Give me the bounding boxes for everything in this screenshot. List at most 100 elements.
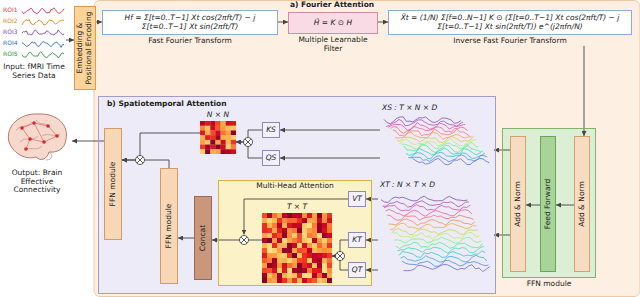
heat-cell [272, 253, 277, 258]
heat-cell [292, 218, 297, 223]
figure-label: T × T [262, 203, 332, 212]
heat-cell [317, 218, 322, 223]
heat-cell [282, 263, 287, 268]
roi-label: ROI3 [3, 29, 17, 36]
heat-cell [262, 268, 267, 273]
series-wave [413, 158, 490, 164]
heat-cell [317, 223, 322, 228]
heat-cell [282, 218, 287, 223]
heat-cell [267, 223, 272, 228]
heat-cell [287, 238, 292, 243]
connectivity-link [22, 123, 34, 128]
heat-cell [287, 263, 292, 268]
heat-cell [322, 218, 327, 223]
heat-cell [200, 135, 205, 140]
heat-cell [322, 258, 327, 263]
series-wave [399, 138, 476, 146]
series-wave [402, 260, 488, 266]
heat-cell [292, 213, 297, 218]
ffn-box: FFN module [104, 128, 122, 240]
output-brain: Output: Brain Effective Connectivity [2, 108, 72, 195]
heat-cell [327, 213, 332, 218]
heat-cell [205, 149, 210, 154]
heat-cell [322, 263, 327, 268]
heat-cell [307, 268, 312, 273]
heat-cell [200, 144, 205, 149]
connector [366, 270, 378, 271]
heat-cell [307, 248, 312, 253]
heat-cell [262, 278, 267, 283]
heat-cell [272, 218, 277, 223]
spatial-tensor: XS : T × N × D [380, 104, 494, 174]
heat-cell [200, 121, 205, 126]
heat-cell [282, 228, 287, 233]
heat-cell [312, 253, 317, 258]
heat-cell [205, 144, 210, 149]
heat-cell [282, 268, 287, 273]
series-wave [381, 196, 467, 202]
heat-cell [226, 149, 231, 154]
heat-cell [262, 248, 267, 253]
heat-cell [205, 139, 210, 144]
heat-cell [297, 268, 302, 273]
heat-cell [267, 233, 272, 238]
heat-cell [226, 125, 231, 130]
heat-cell [322, 233, 327, 238]
heat-cell [267, 218, 272, 223]
heat-cell [312, 243, 317, 248]
tt-illustration [262, 213, 332, 283]
heat-cell [221, 139, 226, 144]
heat-cell [312, 213, 317, 218]
heat-cell [277, 273, 282, 278]
roi-series [22, 30, 64, 35]
heat-cell [282, 223, 287, 228]
heat-cell [327, 263, 332, 268]
heat-cell [312, 278, 317, 283]
brain-fold [36, 120, 50, 127]
roi-series [22, 52, 64, 58]
heat-cell [307, 273, 312, 278]
heat-cell [231, 125, 236, 130]
heat-cell [277, 263, 282, 268]
rotated-label: Concat [199, 199, 208, 277]
heat-cell [297, 213, 302, 218]
connector [278, 22, 288, 23]
formula: H̃ = K ⊙ H [314, 19, 352, 28]
heat-cell [282, 253, 287, 258]
formula-frame: Hf = Σ[t=0..T−1] Xt cos(2πft/T) − j Σ[t=… [102, 10, 278, 35]
heat-cell [297, 243, 302, 248]
key-box: KT [348, 232, 366, 248]
heat-cell [231, 139, 236, 144]
heat-cell [302, 253, 307, 258]
brain-illustration [2, 108, 72, 168]
connector [280, 130, 380, 131]
heat-cell [272, 273, 277, 278]
heat-cell [287, 213, 292, 218]
heat-cell [327, 268, 332, 273]
region-dot [46, 124, 50, 128]
connector [280, 158, 380, 159]
heat-cell [307, 278, 312, 283]
heat-cell [322, 278, 327, 283]
roi-series [22, 8, 64, 14]
heat-cell [317, 233, 322, 238]
panel-fill [218, 180, 372, 286]
heat-cell [307, 243, 312, 248]
heat-cell [205, 121, 210, 126]
heat-cell [277, 253, 282, 258]
temporal-attention-map: T × T [262, 203, 332, 283]
variable-label: QT [352, 266, 363, 275]
connector [556, 205, 574, 206]
series-wave [390, 223, 476, 230]
heat-cell [287, 228, 292, 233]
heat-cell [282, 243, 287, 248]
xs-illustration [380, 114, 492, 174]
formula: X̃t = (1/N) Σ[f=0..N−1] K ⊙ (Σ[t=0..T−1]… [393, 14, 627, 31]
heat-cell [327, 223, 332, 228]
heat-cell [226, 130, 231, 135]
heat-cell [302, 228, 307, 233]
heat-cell [302, 248, 307, 253]
heat-cell [277, 243, 282, 248]
heat-cell [267, 258, 272, 263]
